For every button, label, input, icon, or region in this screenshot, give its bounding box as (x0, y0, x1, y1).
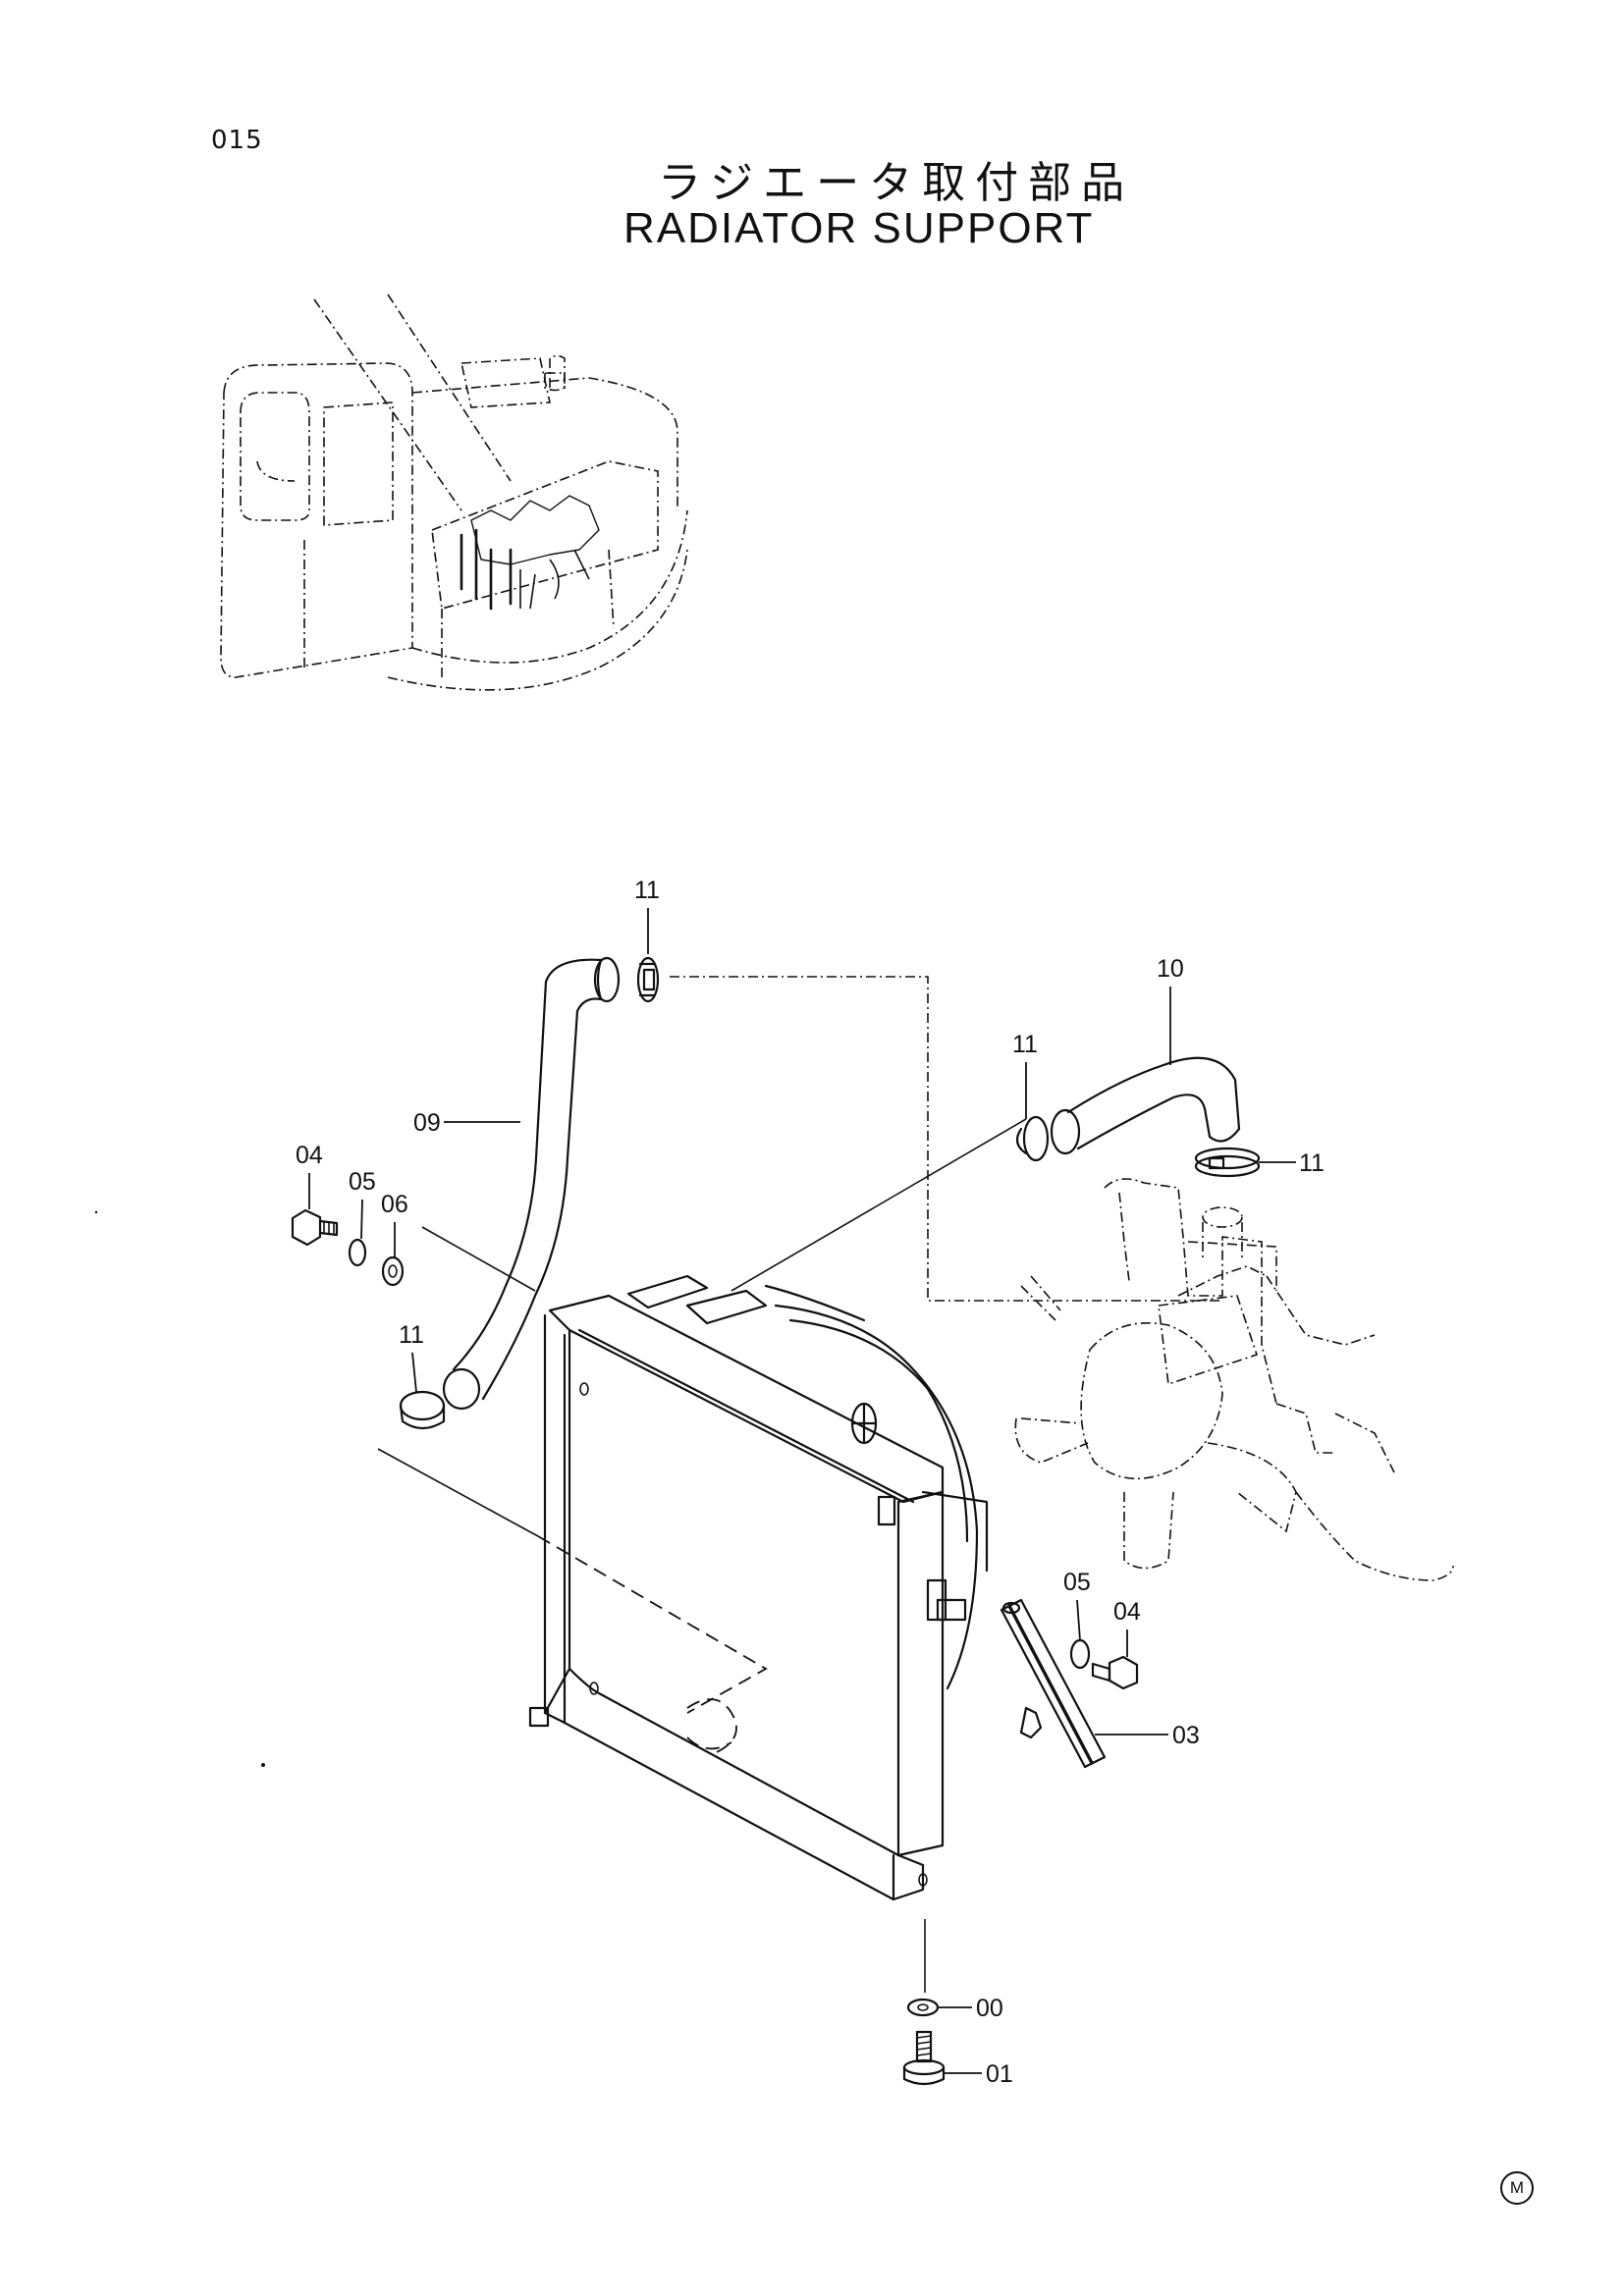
radiator-stay-03 (1000, 1598, 1107, 1769)
title-japanese: ラジエータ取付部品 (658, 158, 1135, 208)
radiator (528, 1274, 989, 1901)
callout-00: 00 (976, 1995, 1003, 2022)
callout-10: 10 (1157, 955, 1184, 983)
bolt-04-right (1091, 1655, 1139, 1690)
excavator-overview (220, 294, 688, 691)
callout-11-mid-left: 11 (1012, 1031, 1038, 1058)
callout-06: 06 (381, 1191, 408, 1218)
hose-clamp-mid-right (1194, 1147, 1261, 1178)
washer-06 (381, 1255, 405, 1287)
upper-hose-09 (442, 956, 621, 1411)
engine-outline (1014, 1178, 1454, 1581)
manufacturer-mark: M (1500, 2171, 1534, 2205)
lock-washer-05-right (1069, 1638, 1091, 1670)
callout-01: 01 (986, 2060, 1013, 2088)
callout-11-mid-right: 11 (1299, 1149, 1325, 1177)
callout-04-right: 04 (1113, 1598, 1141, 1626)
callout-11-top: 11 (634, 877, 660, 904)
callout-05-right: 05 (1063, 1569, 1091, 1596)
callout-04-left: 04 (296, 1142, 323, 1169)
title-english: RADIATOR SUPPORT (623, 204, 1095, 252)
bolt-04-left (291, 1208, 339, 1247)
callout-09: 09 (413, 1109, 441, 1137)
hose-clamp-mid-left (1015, 1115, 1050, 1162)
callout-11-lower-left: 11 (399, 1321, 424, 1349)
callout-05-left: 05 (349, 1168, 376, 1196)
lock-washer-05-left (348, 1238, 367, 1267)
callout-03: 03 (1172, 1722, 1200, 1749)
washer-00 (906, 1998, 940, 2017)
hose-clamp-top (636, 956, 660, 1003)
hose-clamp-lower-left (399, 1390, 446, 1430)
lower-hose-10 (1050, 1056, 1241, 1155)
page-number: 015 (211, 126, 263, 155)
bolt-01 (902, 2030, 946, 2086)
